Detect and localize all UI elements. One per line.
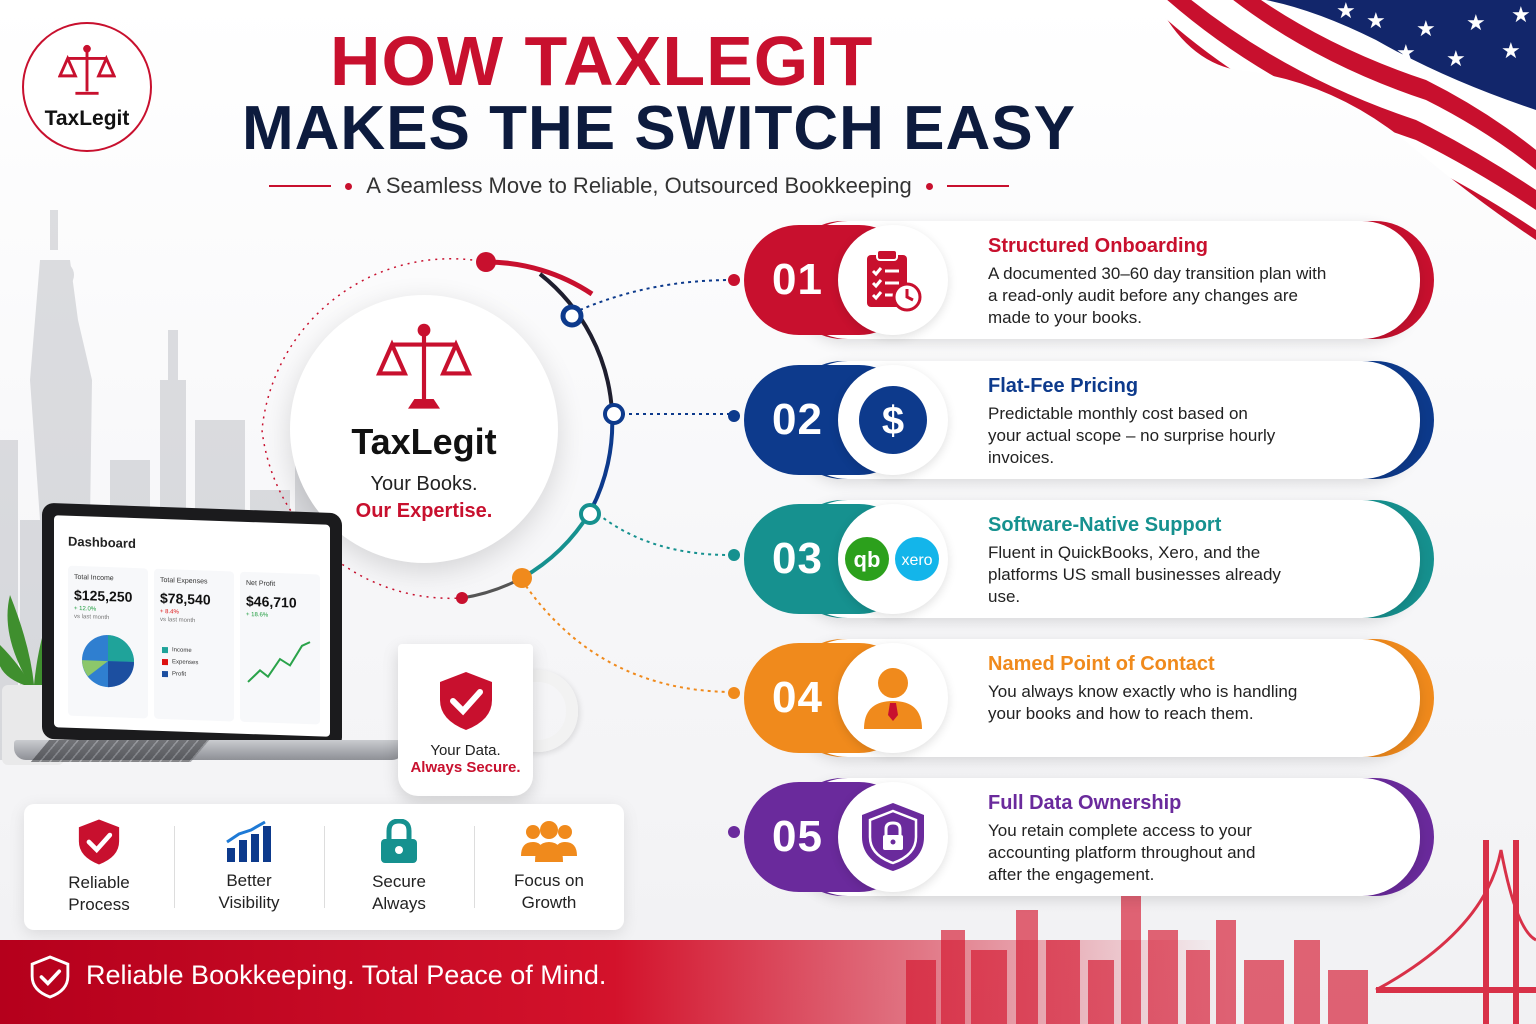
step-title: Structured Onboarding (988, 235, 1208, 257)
feature-panel: Reliable Process Better Visibility Secur… (24, 804, 624, 930)
kpi-change: + 8.4% (160, 608, 179, 616)
divider-left (269, 185, 332, 187)
laptop-screen: Dashboard Total Income $125,250 + 12.0% … (42, 502, 342, 750)
team-icon (521, 821, 577, 862)
feature-label: Secure Always (372, 872, 426, 913)
svg-text:$: $ (882, 399, 904, 443)
center-tagline-1: Your Books. (370, 473, 478, 495)
step-icon (838, 643, 948, 753)
line-chart-icon (247, 641, 311, 683)
feature-secure-always: Secure Always (324, 804, 474, 930)
step-title: Full Data Ownership (988, 792, 1182, 814)
kpi-label: Total Income (74, 573, 114, 583)
step-title: Flat-Fee Pricing (988, 375, 1139, 397)
subtitle-row: A Seamless Move to Reliable, Outsourced … (244, 170, 1034, 202)
center-brand-name: TaxLegit (351, 421, 497, 462)
step-4: 04 Named Point of Contact You always kno… (744, 639, 1434, 757)
feature-label: Better Visibility (218, 871, 280, 912)
mug: Your Data. Always Secure. (398, 644, 533, 796)
step-5: 05 Full Data Ownership You retain comple… (744, 778, 1434, 896)
dashboard-title: Dashboard (68, 533, 136, 552)
svg-text:★: ★ (1396, 41, 1416, 66)
divider-right (946, 185, 1009, 187)
kpi-card: Net Profit $46,710 + 18.6% (240, 571, 320, 725)
xero-logo-text: xero (901, 552, 932, 569)
step-1: 01 Structured Onboarding A documented 30… (744, 221, 1434, 339)
kpi-label: Net Profit (246, 579, 276, 588)
svg-text:★: ★ (1336, 0, 1356, 24)
person-icon (864, 668, 922, 729)
svg-text:★: ★ (1511, 3, 1531, 28)
step-description: Fluent in QuickBooks, Xero, and the plat… (988, 543, 1281, 606)
svg-text:★: ★ (1416, 17, 1436, 42)
kpi-card: Total Expenses $78,540 + 8.4% vs last mo… (154, 568, 234, 722)
step-3: 03 qb xero Software-Native Support Fluen… (744, 500, 1434, 618)
clipboard-clock-icon (867, 249, 922, 312)
step-icon: $ (838, 365, 948, 475)
step-description: You retain complete access to your accou… (988, 821, 1256, 884)
feature-label: Reliable Process (68, 873, 130, 914)
kpi-value: $125,250 (74, 586, 133, 605)
bar-chart-icon (226, 820, 271, 862)
svg-text:★: ★ (1366, 9, 1386, 34)
title-line-2: MAKES THE SWITCH EASY (242, 94, 1076, 163)
mug-text-1: Your Data. (430, 742, 501, 759)
laptop-keyboard (30, 740, 210, 762)
footer-text: Reliable Bookkeeping. Total Peace of Min… (86, 960, 607, 990)
svg-text:★: ★ (1501, 39, 1521, 64)
pie-chart-icon (82, 635, 134, 688)
kpi-value: $46,710 (246, 592, 297, 611)
step-icon: qb xero (838, 504, 948, 614)
legend-item: Expenses (162, 658, 234, 668)
logo-text: TaxLegit (44, 107, 130, 130)
kpi-change: + 12.0% (74, 605, 97, 613)
dashboard-screen: Dashboard Total Income $125,250 + 12.0% … (54, 515, 330, 737)
step-description: A documented 30–60 day transition plan w… (988, 264, 1327, 327)
step-icon (838, 225, 948, 335)
step-title: Software-Native Support (988, 514, 1222, 536)
us-flag-illustration: ★★★ ★★★ ★★ (1156, 0, 1536, 240)
step-icon (838, 782, 948, 892)
shield-check-icon (78, 819, 120, 865)
svg-text:★: ★ (1446, 47, 1466, 72)
shield-lock-icon (862, 803, 924, 871)
qb-xero-icon: qb xero (845, 537, 939, 581)
step-2: 02 $ Flat-Fee Pricing Predictable monthl… (744, 361, 1434, 479)
divider-dot-left (345, 182, 353, 190)
mug-text-2: Always Secure. (410, 759, 521, 776)
dollar-icon: $ (859, 386, 927, 454)
footer-banner (0, 940, 1536, 1024)
svg-text:★: ★ (1466, 11, 1486, 36)
legend-item: Profit (162, 670, 234, 680)
shield-check-icon (30, 955, 70, 999)
center-tagline-2: Our Expertise. (355, 500, 493, 522)
feature-label: Focus on Growth (514, 871, 584, 912)
qb-logo-text: qb (854, 547, 881, 572)
subtitle: A Seamless Move to Reliable, Outsourced … (366, 173, 912, 198)
feature-reliable-process: Reliable Process (24, 804, 174, 930)
scales-icon (58, 44, 116, 95)
company-logo: TaxLegit (22, 22, 152, 152)
title-line-1: HOW TAXLEGIT (330, 22, 874, 100)
lock-icon (381, 819, 417, 863)
shield-check-icon (439, 672, 492, 730)
step-description: You always know exactly who is handling … (988, 682, 1298, 723)
kpi-label: Total Expenses (160, 576, 208, 586)
feature-focus-on-growth: Focus on Growth (474, 804, 624, 930)
divider-dot-right (925, 182, 933, 190)
feature-better-visibility: Better Visibility (174, 804, 324, 930)
kpi-note: vs last month (74, 613, 110, 622)
kpi-change: + 18.6% (246, 611, 269, 619)
step-description: Predictable monthly cost based on your a… (988, 404, 1276, 467)
scales-icon (376, 323, 472, 409)
kpi-value: $78,540 (160, 589, 211, 608)
kpi-card: Total Income $125,250 + 12.0% vs last mo… (68, 565, 148, 719)
legend-item: Income (162, 646, 234, 656)
step-title: Named Point of Contact (988, 653, 1215, 675)
